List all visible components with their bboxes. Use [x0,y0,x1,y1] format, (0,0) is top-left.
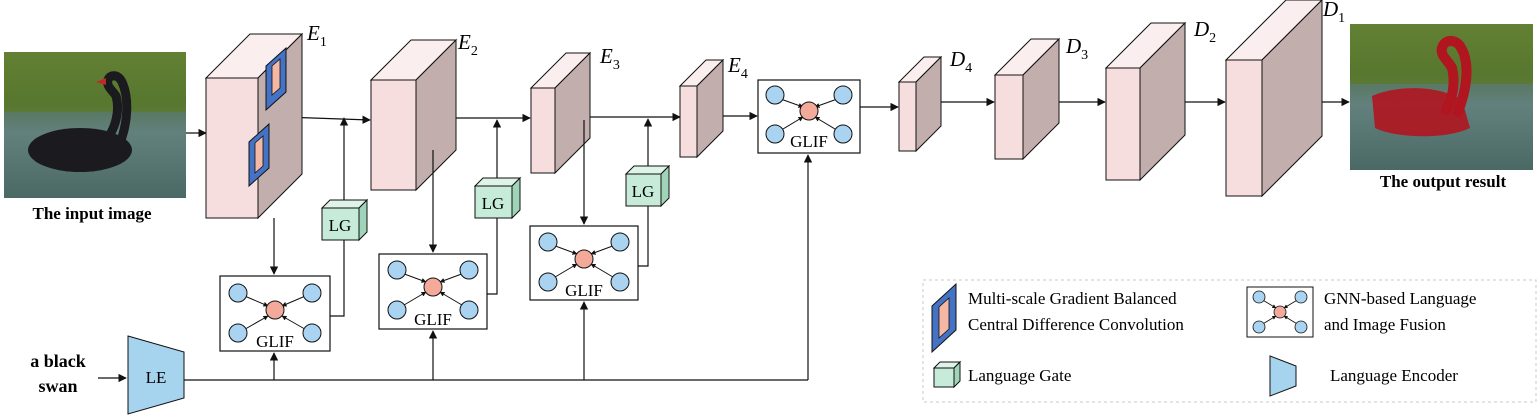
output-image [1350,24,1533,170]
glif-graph-icon [538,232,630,292]
encoder-label-e3: E3 [599,44,620,73]
legend-frame [922,279,1537,403]
legend: Multi-scale Gradient Balanced Central Di… [922,279,1537,403]
text-query-line1: a black [30,351,86,371]
line-glif2-to-lg2 [487,218,498,295]
glif-graph-icon [387,260,479,320]
glif-graph-icon [765,85,853,144]
language-encoder: LE [127,335,185,415]
decoder-block-d3 [993,37,1061,161]
glif-module-3: GLIF [529,225,639,301]
decoder-block-d1 [1224,0,1323,198]
text-query-line2: swan [38,376,77,396]
language-gate-3: LG [624,164,671,208]
decoder-label-d3: D3 [1065,34,1088,63]
legend-lg-label: Language Gate [968,366,1071,385]
glif-label: GLIF [565,281,603,300]
encoder-block-e1 [204,32,304,220]
decoder-label-d4: D4 [949,47,972,76]
le-label: LE [146,368,167,387]
line-glif3-to-lg3 [638,206,649,267]
legend-le-label: Language Encoder [1330,366,1458,385]
glif-label: GLIF [414,310,452,329]
legend-msgbcdc-line2: Central Difference Convolution [968,315,1184,334]
language-gate-1: LG [320,198,369,242]
glif-module-1: GLIF [219,275,331,352]
encoder-label-e4: E4 [727,53,748,82]
line-glif1-to-lg1 [330,240,345,317]
language-gate-2: LG [473,176,522,220]
decoder-label-d2: D2 [1193,17,1216,46]
legend-gnn-icon [1246,286,1314,338]
lg-label: LG [329,216,352,235]
lg-label: LG [482,194,505,213]
legend-gnn-line1: GNN-based Language [1324,289,1476,308]
encoder-block-e4 [678,58,725,159]
input-image-caption: The input image [32,204,151,223]
encoder-block-e3 [529,51,592,175]
glif-module-4: GLIF [757,79,861,154]
legend-msgbcdc-icon [931,282,957,354]
encoder-label-e1: E1 [306,21,327,50]
encoder-block-e2 [369,38,458,192]
glif-module-2: GLIF [378,253,488,330]
lg-label: LG [632,182,655,201]
output-image-caption: The output result [1380,172,1507,191]
glif-graph-icon [228,283,322,343]
decoder-label-d1: D1 [1322,0,1345,26]
input-image [4,52,186,198]
legend-lg-icon [932,360,962,389]
glif-label: GLIF [256,332,294,351]
glif-label: GLIF [790,132,828,151]
legend-msgbcdc-line1: Multi-scale Gradient Balanced [968,289,1177,308]
legend-le-icon [1269,355,1297,397]
legend-gnn-line2: and Image Fusion [1324,315,1446,334]
decoder-block-d4 [897,55,943,153]
decoder-block-d2 [1104,21,1187,182]
encoder-label-e2: E2 [457,30,478,59]
